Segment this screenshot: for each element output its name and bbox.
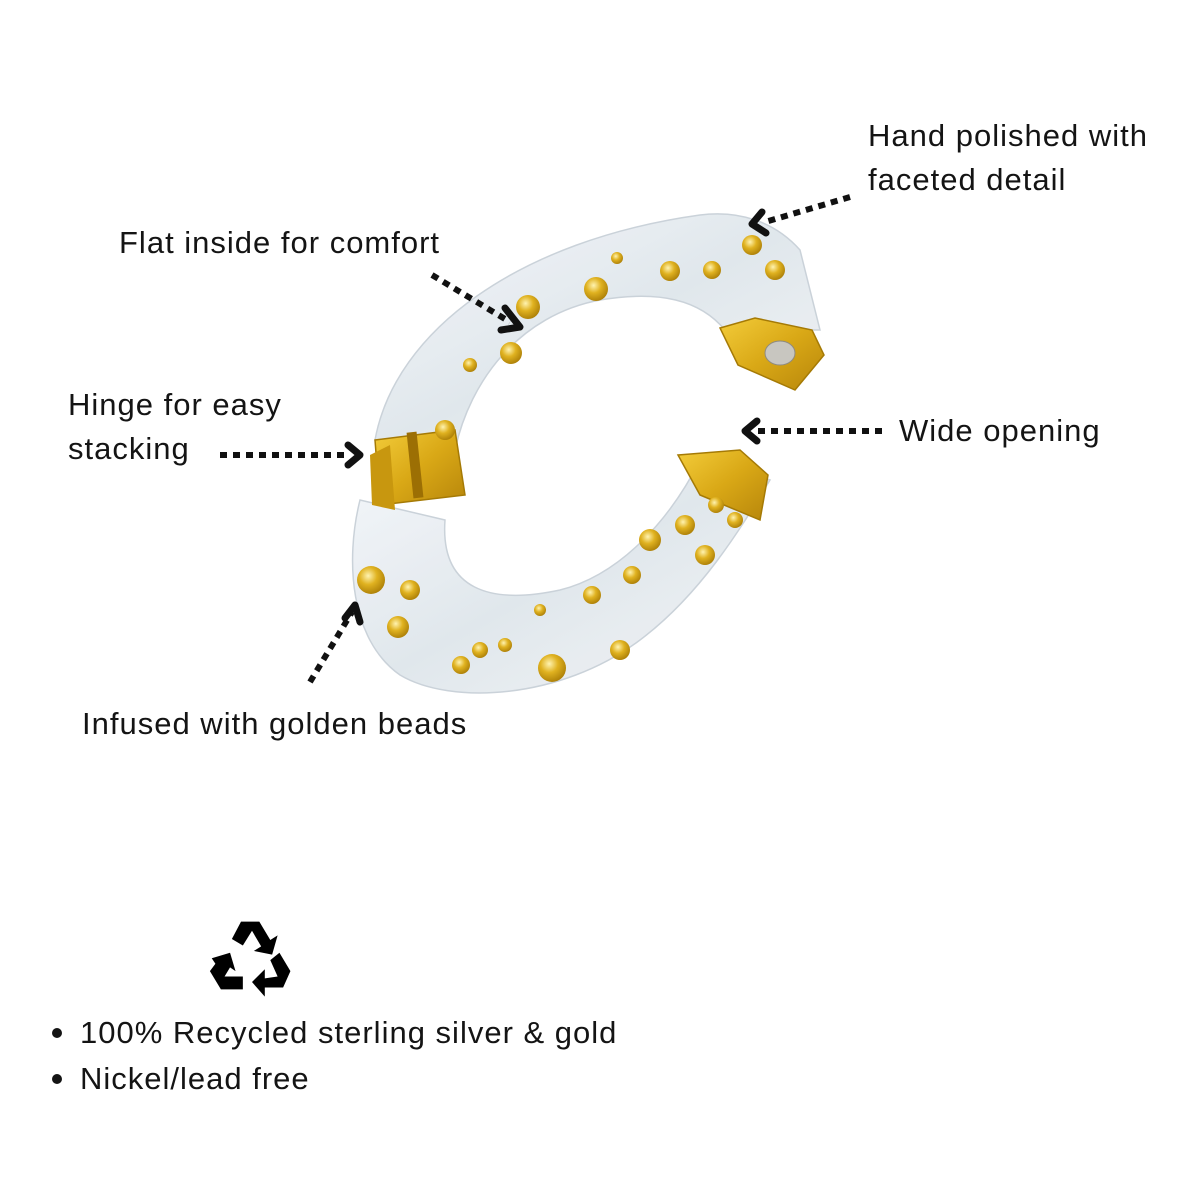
callout-line: Hinge for easy [68,387,282,422]
callout-hand-polished: Hand polished with faceted detail [868,114,1148,202]
callout-line: Hand polished with [868,118,1148,153]
callout-flat-inside: Flat inside for comfort [119,221,440,265]
bracelet-lower-arc [351,459,772,694]
feature-item: Nickel/lead free [52,1056,617,1102]
callout-line: Infused with golden beads [82,706,468,741]
callout-line: faceted detail [868,162,1067,197]
callout-line: Wide opening [899,413,1101,448]
feature-item: 100% Recycled sterling silver & gold [52,1010,617,1056]
callout-line: stacking [68,431,190,466]
recycle-icon [209,921,291,997]
arrow-hand-polished [764,194,851,225]
callout-line: Flat inside for comfort [119,225,441,260]
callout-hinge: Hinge for easy stacking [68,383,282,471]
feature-text: Nickel/lead free [80,1061,310,1096]
callout-wide-opening: Wide opening [899,409,1101,453]
feature-list: 100% Recycled sterling silver & gold Nic… [52,1010,617,1102]
bullet-icon [52,1028,62,1038]
arrow-golden-beads [307,610,355,684]
golden-beads [357,235,785,682]
bullet-icon [52,1074,62,1084]
arrow-flat-inside [430,272,512,325]
feature-text: 100% Recycled sterling silver & gold [80,1015,618,1050]
callout-golden-beads: Infused with golden beads [82,702,467,746]
